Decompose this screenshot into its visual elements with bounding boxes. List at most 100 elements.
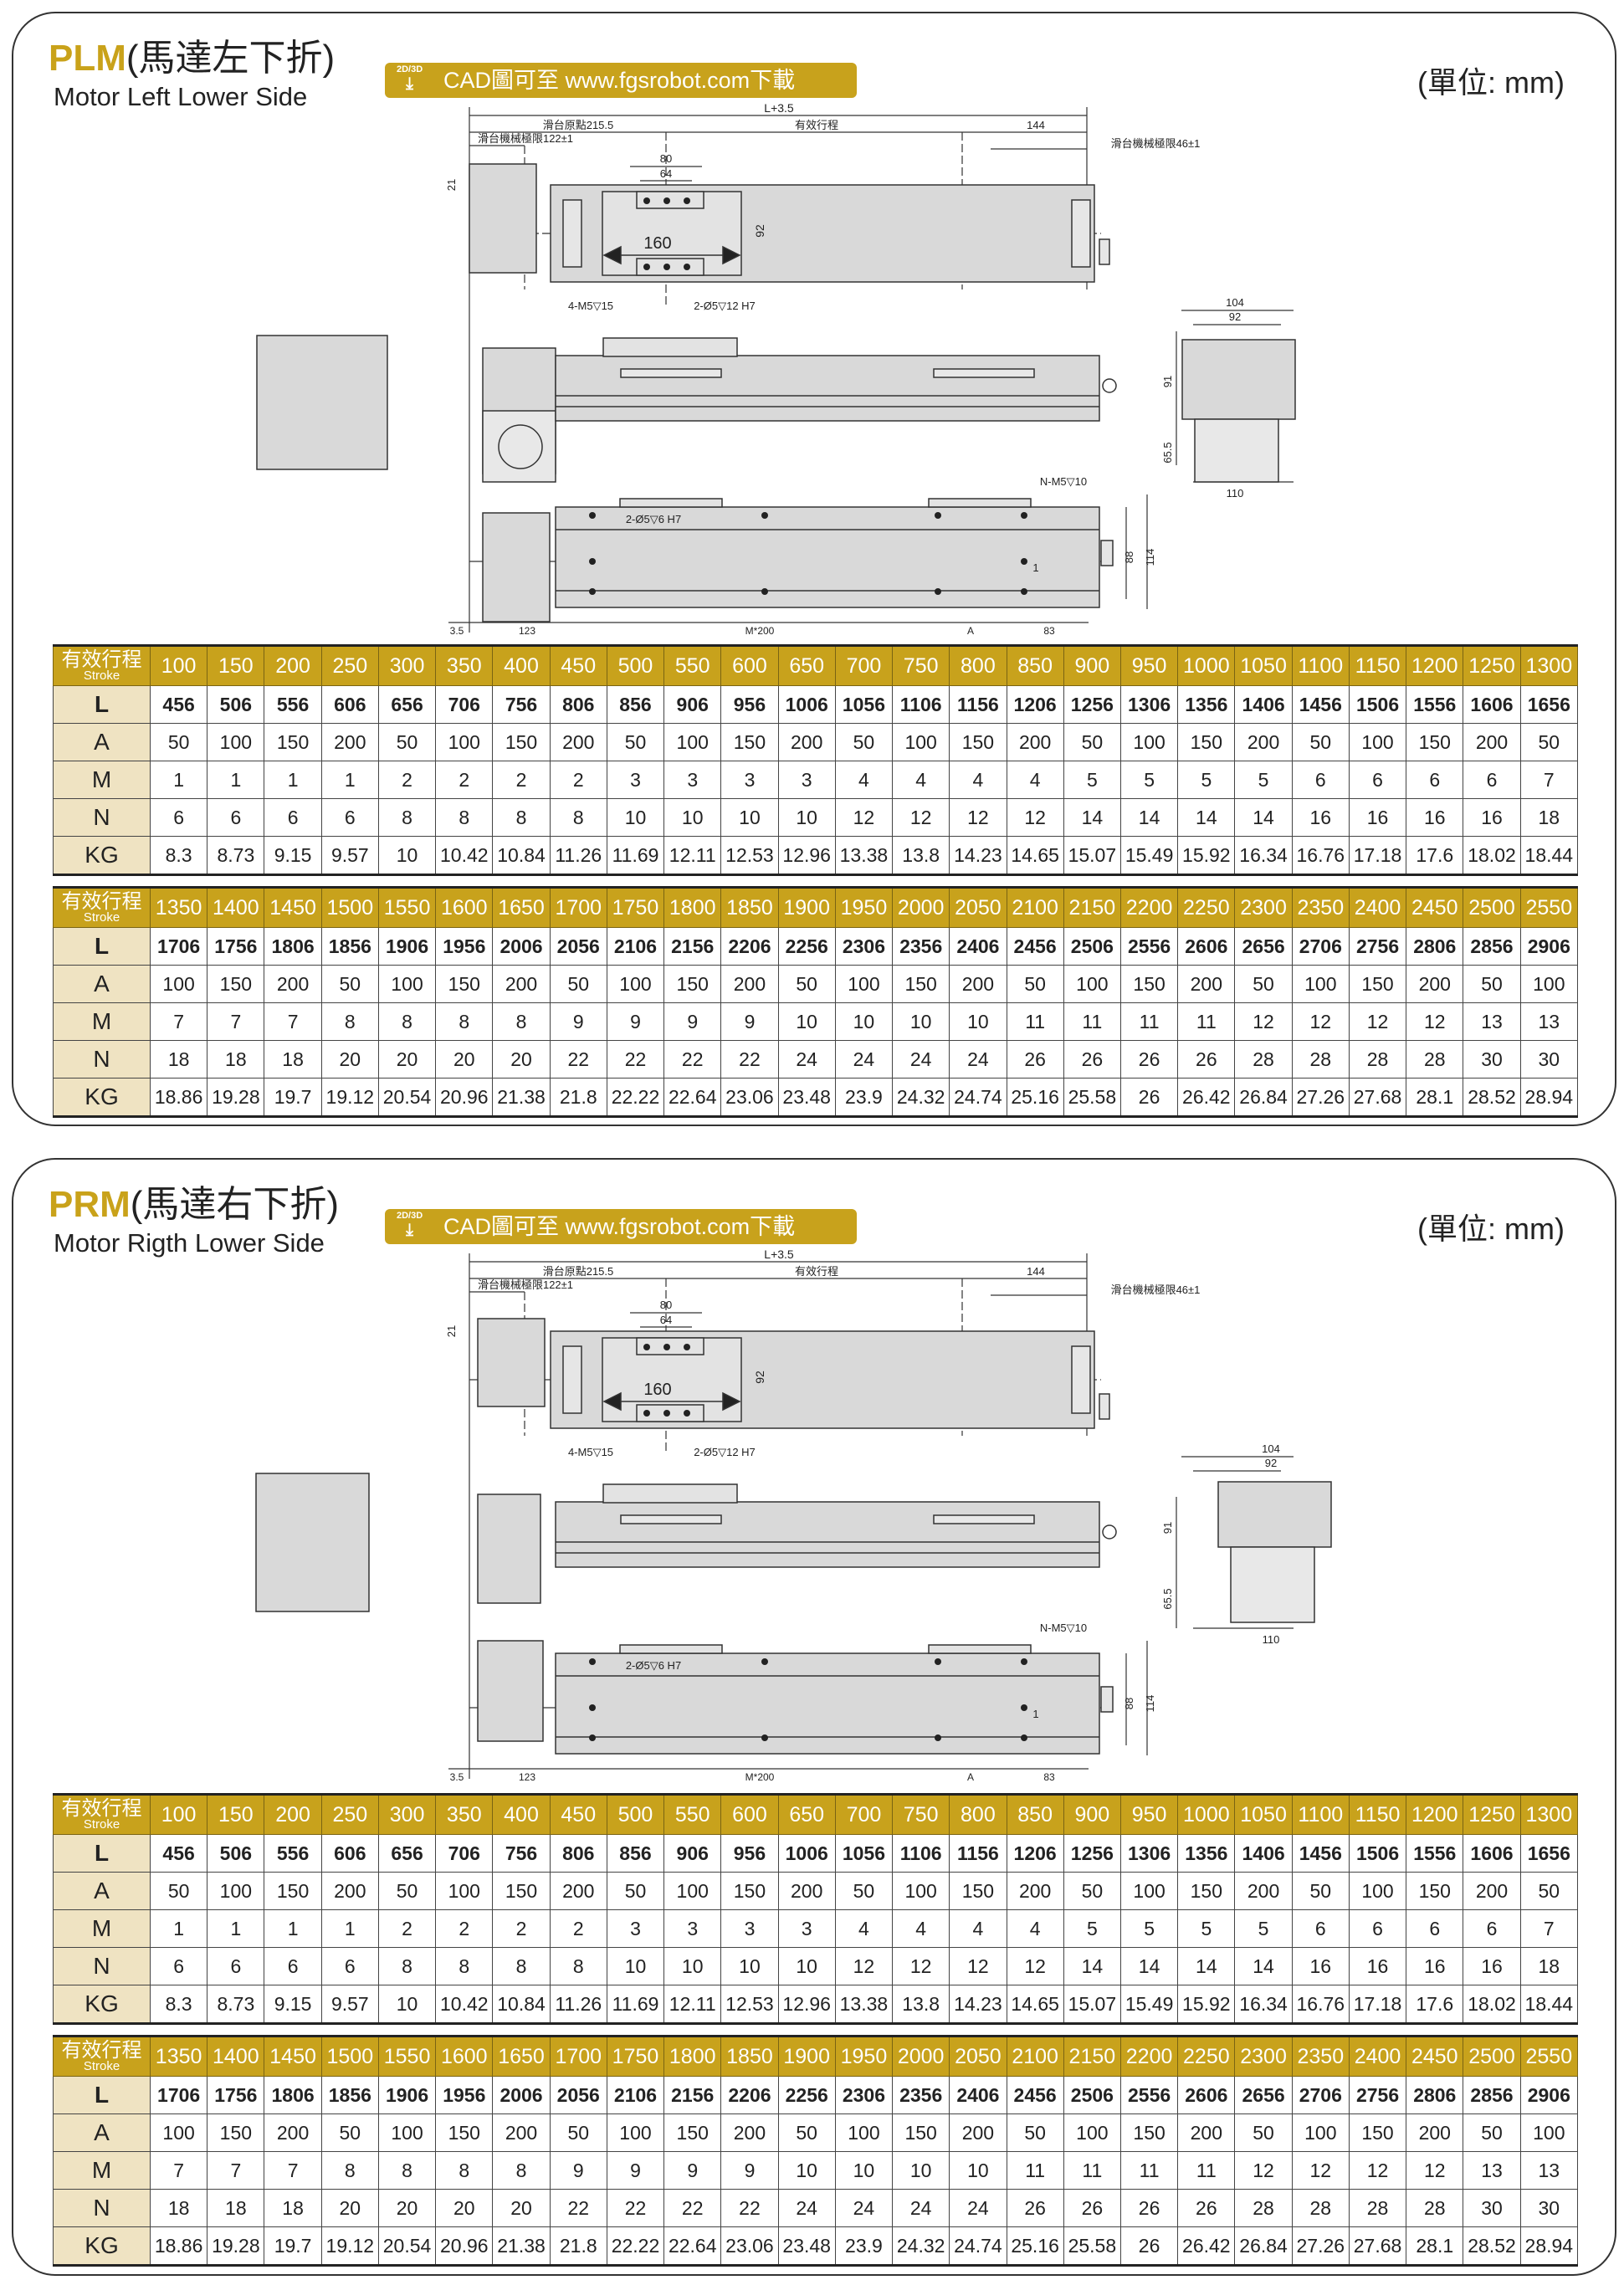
value-cell: 1906	[377, 2076, 437, 2114]
stroke-cell: 800	[949, 1793, 1007, 1835]
value-cell: 10	[606, 798, 665, 837]
value-cell: 2306	[834, 927, 894, 966]
value-cell: 200	[320, 1872, 379, 1910]
mount-hole	[684, 197, 690, 204]
row-label: L	[53, 927, 151, 966]
stroke-cell: 1850	[720, 886, 779, 928]
value-cell: 1356	[1177, 685, 1236, 724]
value-cell: 8	[549, 1947, 607, 1985]
value-cell: 2406	[949, 927, 1007, 966]
value-cell: 50	[1463, 2113, 1521, 2152]
value-cell: 14.65	[1006, 836, 1064, 876]
model-name-cn: (馬達左下折)	[126, 38, 336, 79]
value-cell: 13	[1519, 2151, 1579, 2190]
value-cell: 12	[1406, 1002, 1464, 1041]
value-cell: 200	[1463, 1872, 1521, 1910]
value-cell: 14	[1177, 1947, 1236, 1985]
row-label: KG	[53, 836, 151, 876]
value-cell: 9	[606, 2151, 665, 2190]
value-cell: 19.12	[320, 2226, 379, 2267]
value-cell: 28	[1348, 1040, 1407, 1079]
value-cell: 1	[149, 1909, 208, 1948]
value-cell: 14	[1234, 798, 1293, 837]
value-cell: 28.52	[1463, 1078, 1521, 1118]
value-cell: 200	[1177, 2113, 1236, 2152]
mount-hole	[761, 1734, 768, 1741]
value-cell: 200	[492, 2113, 551, 2152]
value-cell: 1106	[892, 685, 950, 724]
stroke-cell: 1550	[377, 886, 437, 928]
value-cell: 12.96	[777, 1985, 836, 2025]
value-cell: 8	[320, 1002, 379, 1041]
value-cell: 18.86	[149, 1078, 208, 1118]
value-cell: 1306	[1119, 1834, 1179, 1873]
value-cell: 200	[1463, 723, 1521, 761]
value-cell: 16	[1406, 1947, 1464, 1985]
stroke-cell: 1750	[606, 886, 665, 928]
value-cell: 9.15	[264, 836, 322, 876]
dimension-label: A	[967, 625, 974, 637]
value-cell: 2706	[1291, 2076, 1350, 2114]
value-cell: 10.42	[435, 1985, 494, 2025]
value-cell: 6	[264, 798, 322, 837]
value-cell: 24	[949, 2189, 1007, 2227]
value-cell: 12	[1234, 1002, 1293, 1041]
value-cell: 12	[1291, 1002, 1350, 1041]
value-cell: 18.44	[1519, 1985, 1579, 2025]
rail-side	[555, 1501, 1100, 1568]
value-cell: 21.8	[549, 1078, 607, 1118]
stroke-cell: 600	[720, 644, 779, 686]
value-cell: 11	[1063, 1002, 1121, 1041]
value-cell: 6	[1348, 1909, 1407, 1948]
dimension-label: 160	[643, 1381, 671, 1399]
value-cell: 13	[1463, 2151, 1521, 2190]
value-cell: 11.26	[549, 1985, 607, 2025]
value-cell: 21.38	[492, 1078, 551, 1118]
value-cell: 5	[1177, 1909, 1236, 1948]
value-cell: 17.18	[1348, 836, 1407, 876]
value-cell: 3	[720, 1909, 779, 1948]
value-cell: 2256	[777, 2076, 836, 2114]
value-cell: 11	[1006, 2151, 1064, 2190]
stroke-cell: 450	[549, 1793, 607, 1835]
dimension-label: N-M5▽10	[1040, 475, 1087, 488]
stroke-cell: 500	[606, 644, 665, 686]
stroke-cell: 900	[1063, 644, 1121, 686]
value-cell: 19.7	[264, 1078, 322, 1118]
mount-hole	[643, 1344, 650, 1350]
value-cell: 26	[1177, 1040, 1236, 1079]
value-cell: 22	[720, 2189, 779, 2227]
value-cell: 12	[1348, 1002, 1407, 1041]
stroke-cell: 500	[606, 1793, 665, 1835]
value-cell: 12	[1406, 2151, 1464, 2190]
cad-download-banner[interactable]: 2D/3D⤓CAD圖可至 www.fgsrobot.com下載	[385, 1209, 857, 1244]
stroke-cell: 1250	[1463, 644, 1521, 686]
dimension-label: 4-M5▽15	[568, 300, 613, 312]
value-cell: 9.57	[320, 836, 379, 876]
stroke-cell: 100	[149, 644, 208, 686]
value-cell: 17.6	[1406, 1985, 1464, 2025]
value-cell: 19.7	[264, 2226, 322, 2267]
stroke-cell: 850	[1006, 1793, 1064, 1835]
mount-hole	[684, 264, 690, 270]
cad-download-banner[interactable]: 2D/3D⤓CAD圖可至 www.fgsrobot.com下載	[385, 63, 857, 98]
value-cell: 2	[549, 761, 607, 799]
motor	[482, 512, 551, 623]
dimension-label: 91	[1161, 376, 1174, 387]
value-cell: 1606	[1463, 685, 1521, 724]
value-cell: 22	[663, 2189, 722, 2227]
model-subtitle: Motor Rigth Lower Side	[54, 1228, 325, 1258]
value-cell: 2806	[1406, 927, 1464, 966]
stroke-cell: 1200	[1406, 1793, 1464, 1835]
dimension-label: 滑台原點215.5	[543, 119, 614, 131]
value-cell: 9.57	[320, 1985, 379, 2025]
value-cell: 6	[264, 1947, 322, 1985]
value-cell: 28	[1234, 1040, 1293, 1079]
value-cell: 1256	[1063, 1834, 1121, 1873]
